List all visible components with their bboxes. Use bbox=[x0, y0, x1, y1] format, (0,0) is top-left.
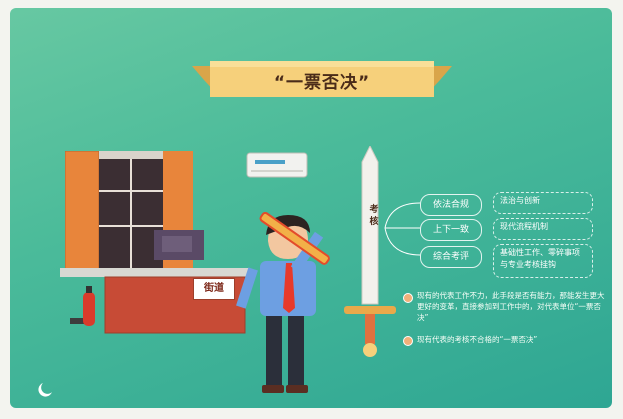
mind-map-detail-3: 基础性工作、零碎事项与专业考核挂钩 bbox=[493, 244, 593, 278]
desk-sign: 街道 bbox=[193, 278, 235, 300]
air-conditioner-icon bbox=[246, 152, 308, 178]
mind-map-node-3: 综合考评 bbox=[420, 246, 482, 268]
sword-label: 考核 bbox=[369, 205, 379, 227]
mind-map-connectors bbox=[384, 202, 421, 256]
title-banner: “一票否决” bbox=[192, 54, 452, 109]
banner-shape bbox=[192, 61, 452, 97]
chair-illustration bbox=[154, 230, 204, 260]
bullet-dot-icon bbox=[403, 293, 413, 303]
note-2: 现有代表的考核不合格的“一票否决” bbox=[417, 335, 538, 344]
mind-map-detail-1: 法治与创新 bbox=[493, 192, 593, 214]
banner-title: “一票否决” bbox=[273, 73, 371, 93]
logo-icon bbox=[38, 383, 52, 397]
bullet-dot-icon bbox=[403, 336, 413, 346]
mind-map-detail-2: 现代流程机制 bbox=[493, 218, 593, 240]
sword-icon bbox=[344, 146, 396, 357]
mind-map-node-2: 上下一致 bbox=[420, 219, 482, 241]
note-1: 现有的代表工作不力，此手段是否有能力，那能发生更大更好的变革，直接参加到工作中的… bbox=[417, 291, 605, 322]
baton-icon bbox=[259, 211, 330, 265]
fire-extinguisher-icon bbox=[83, 286, 95, 326]
infographic-panel: “一票否决” 街道 bbox=[10, 8, 612, 408]
mind-map-node-1: 依法合规 bbox=[420, 194, 482, 216]
